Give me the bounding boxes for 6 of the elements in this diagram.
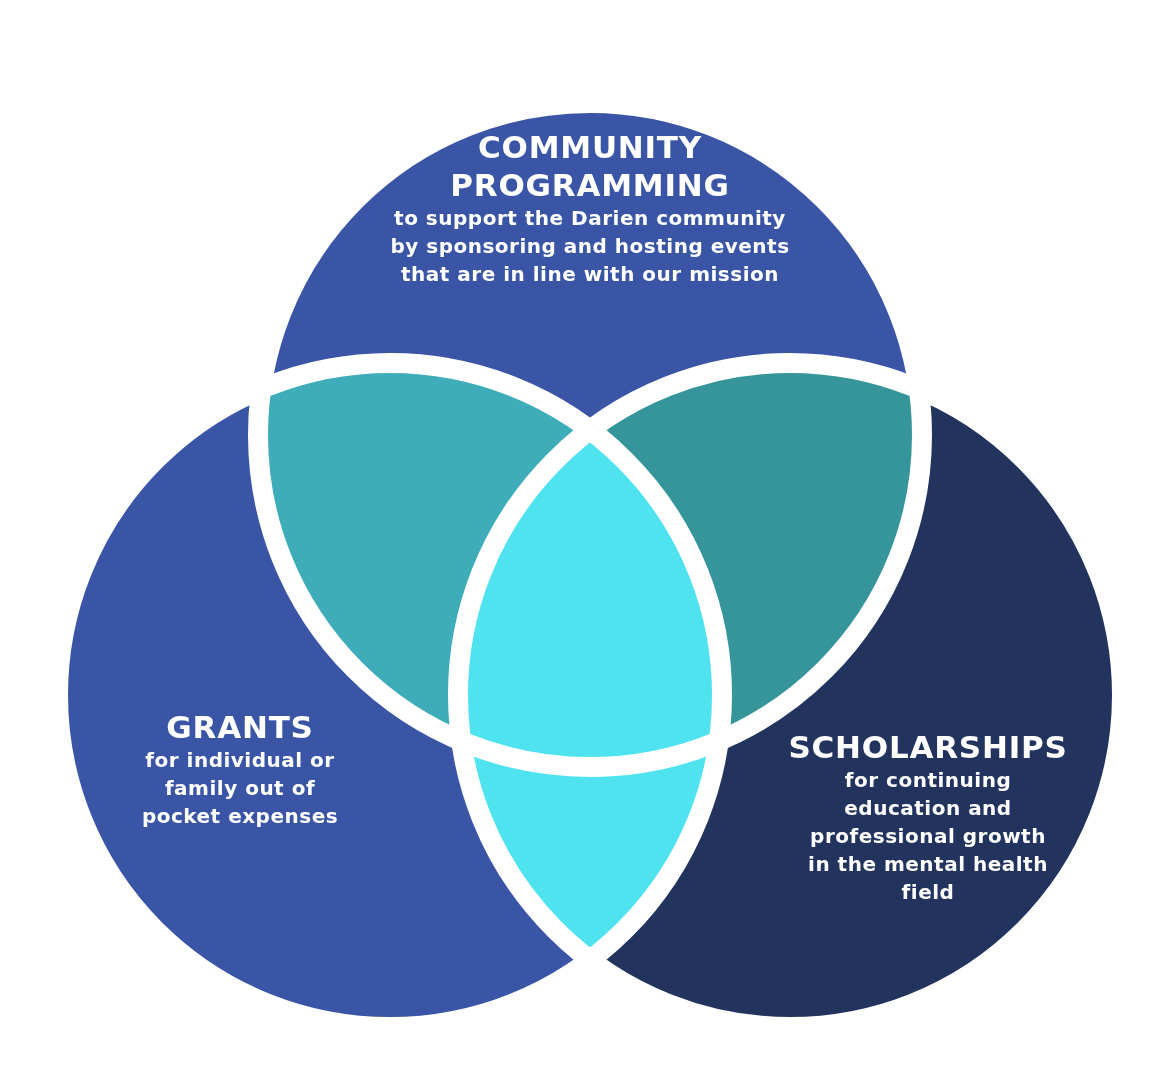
circle-heading: COMMUNITY PROGRAMMING xyxy=(449,128,731,204)
circle-heading: GRANTS xyxy=(165,708,315,746)
circle-heading: SCHOLARSHIPS xyxy=(787,728,1069,766)
circle-description: for individual or family out of pocket expenses xyxy=(140,747,340,830)
circle-description: for continuing education and professional growth in the mental health field xyxy=(807,767,1049,906)
circle-description: to support the Darien community by sponsoring and hosting events that are in line with our mission xyxy=(389,205,791,288)
